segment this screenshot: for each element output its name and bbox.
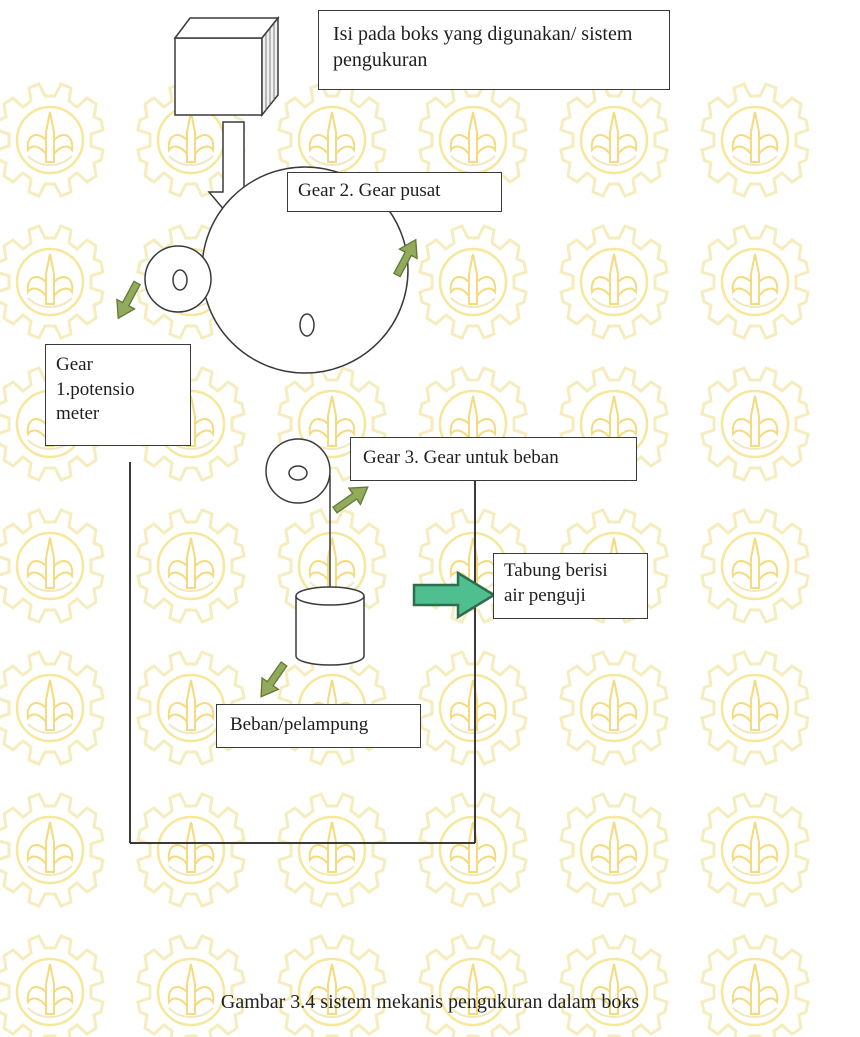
label-box-contents: Isi pada boks yang digunakan/ sistem pen… [318,10,670,90]
watermark-emblem-icon [418,792,528,908]
gear-3-axle [288,465,308,481]
label-gear-2: Gear 2. Gear pusat [287,172,502,212]
cube-icon [173,15,280,118]
tube-pointer-arrow [412,570,497,620]
watermark-emblem-icon [277,792,387,908]
gear-2-axle [299,313,315,337]
watermark-emblem-icon [559,792,669,908]
watermark-emblem-icon [700,224,810,340]
watermark-emblem-icon [700,508,810,624]
watermark-emblem-icon [0,82,105,198]
float-cylinder [295,586,365,666]
watermark-emblem-icon [559,934,669,1037]
its-emblem-watermark [0,82,810,1037]
figure-caption: Gambar 3.4 sistem mekanis pengukuran dal… [220,991,640,1013]
watermark-emblem-icon [700,650,810,766]
watermark-emblem-icon [0,792,105,908]
watermark-emblem-icon [0,224,105,340]
watermark-emblem-icon [0,934,105,1037]
watermark-emblem-icon [700,82,810,198]
label-gear-3: Gear 3. Gear untuk beban [350,437,637,481]
label-gear-1: Gear 1.potensio meter [45,344,191,446]
watermark-emblem-icon [418,224,528,340]
gear-1-axle [172,269,188,291]
watermark-emblem-icon [700,366,810,482]
watermark-emblem-icon [700,792,810,908]
watermark-emblem-icon [0,508,105,624]
watermark-emblem-icon [700,934,810,1037]
watermark-emblem-icon [136,934,246,1037]
watermark-emblem-icon [559,82,669,198]
watermark-emblem-icon [418,934,528,1037]
watermark-emblem-icon [136,792,246,908]
watermark-emblem-icon [277,934,387,1037]
watermark-emblem-icon [559,224,669,340]
label-test-tube: Tabung berisi air penguji [493,553,648,619]
watermark-emblem-icon [559,650,669,766]
label-float: Beban/pelampung [216,704,421,748]
watermark-emblem-icon [136,508,246,624]
watermark-emblem-icon [418,650,528,766]
watermark-emblem-icon [0,650,105,766]
enclosure-walls [129,462,476,844]
